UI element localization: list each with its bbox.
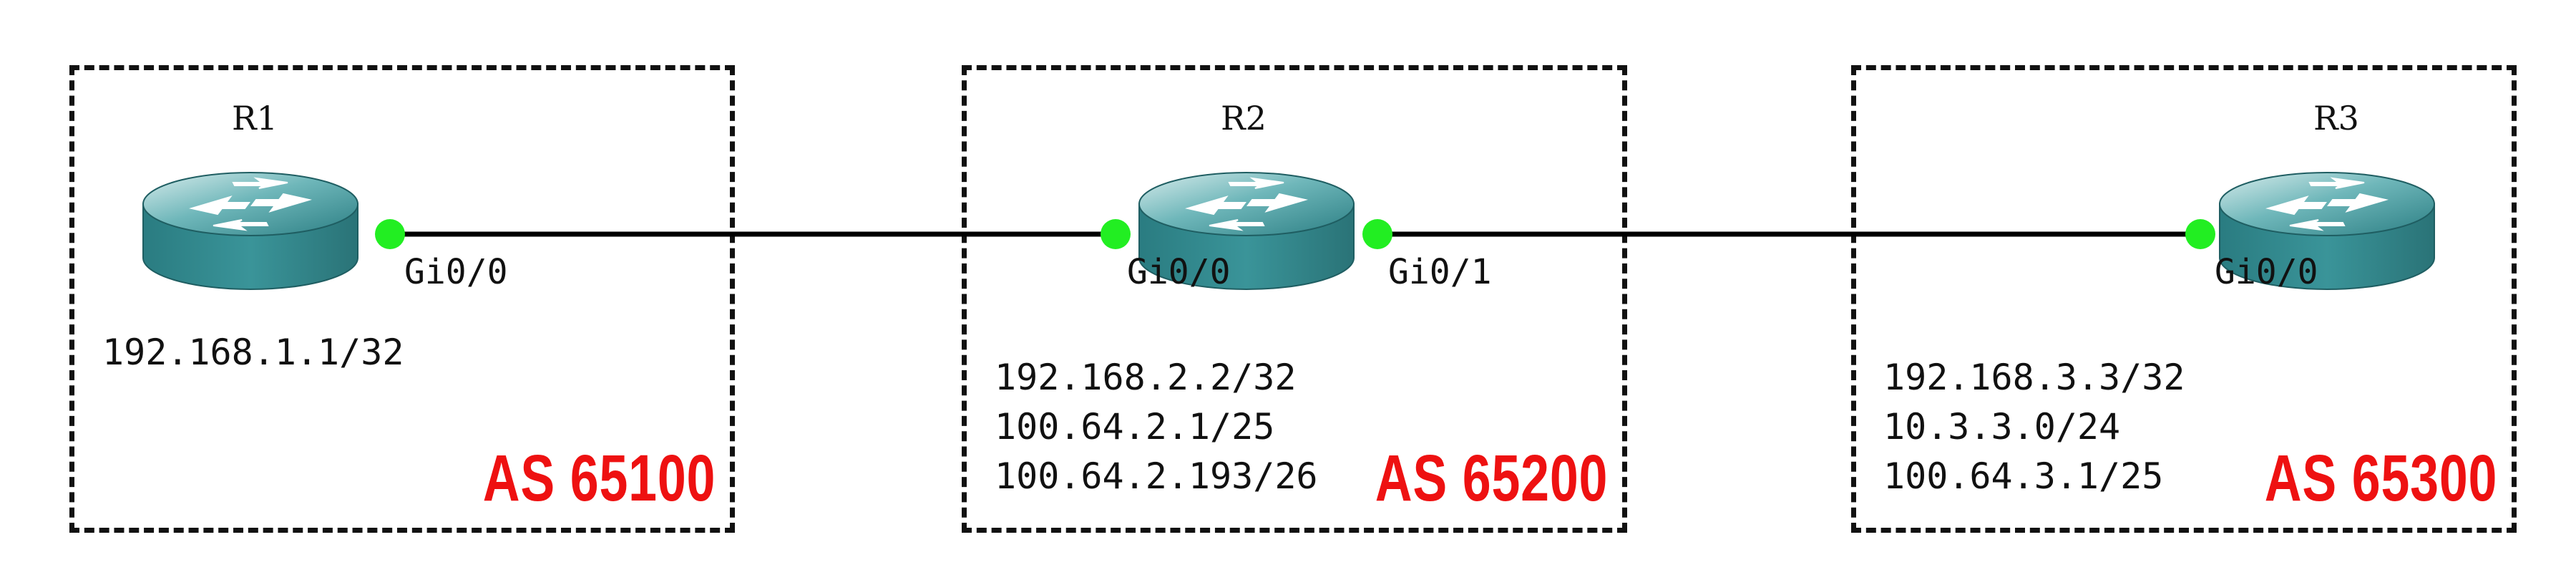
address-line: 192.168.2.2/32 bbox=[995, 357, 1297, 398]
interface-dot-r3-gi0-0 bbox=[2185, 219, 2215, 249]
router-name-r3: R3 bbox=[2313, 99, 2359, 137]
address-list-r2: 192.168.2.2/32 100.64.2.1/25 100.64.2.19… bbox=[995, 353, 1318, 501]
interface-label-r2-gi0-1: Gi0/1 bbox=[1388, 252, 1492, 292]
router-name-r2: R2 bbox=[1221, 99, 1267, 137]
interface-label-r2-gi0-0: Gi0/0 bbox=[1127, 252, 1231, 292]
address-line: 10.3.3.0/24 bbox=[1883, 406, 2121, 448]
address-line: 100.64.2.1/25 bbox=[995, 406, 1275, 448]
interface-dot-r2-gi0-0 bbox=[1101, 219, 1131, 249]
router-icon-r1[interactable] bbox=[142, 172, 358, 290]
as-65100-boundary bbox=[69, 65, 735, 533]
as-label-65100: AS 65100 bbox=[482, 442, 716, 515]
address-line: 100.64.3.1/25 bbox=[1883, 455, 2164, 497]
address-list-r3: 192.168.3.3/32 10.3.3.0/24 100.64.3.1/25 bbox=[1883, 353, 2185, 501]
router-name-r1: R1 bbox=[232, 99, 278, 137]
interface-label-r1-gi0-0: Gi0/0 bbox=[404, 252, 508, 292]
interface-dot-r2-gi0-1 bbox=[1362, 219, 1392, 249]
address-line: 192.168.1.1/32 bbox=[102, 332, 404, 373]
interface-label-r3-gi0-0: Gi0/0 bbox=[2215, 252, 2318, 292]
address-line: 192.168.3.3/32 bbox=[1883, 357, 2185, 398]
address-line: 100.64.2.193/26 bbox=[995, 455, 1318, 497]
as-label-65200: AS 65200 bbox=[1375, 442, 1608, 515]
address-list-r1: 192.168.1.1/32 bbox=[102, 328, 404, 377]
as-65200-boundary bbox=[962, 65, 1627, 533]
interface-dot-r1-gi0-0 bbox=[375, 219, 405, 249]
as-65300-boundary bbox=[1851, 65, 2517, 533]
as-label-65300: AS 65300 bbox=[2264, 442, 2497, 515]
